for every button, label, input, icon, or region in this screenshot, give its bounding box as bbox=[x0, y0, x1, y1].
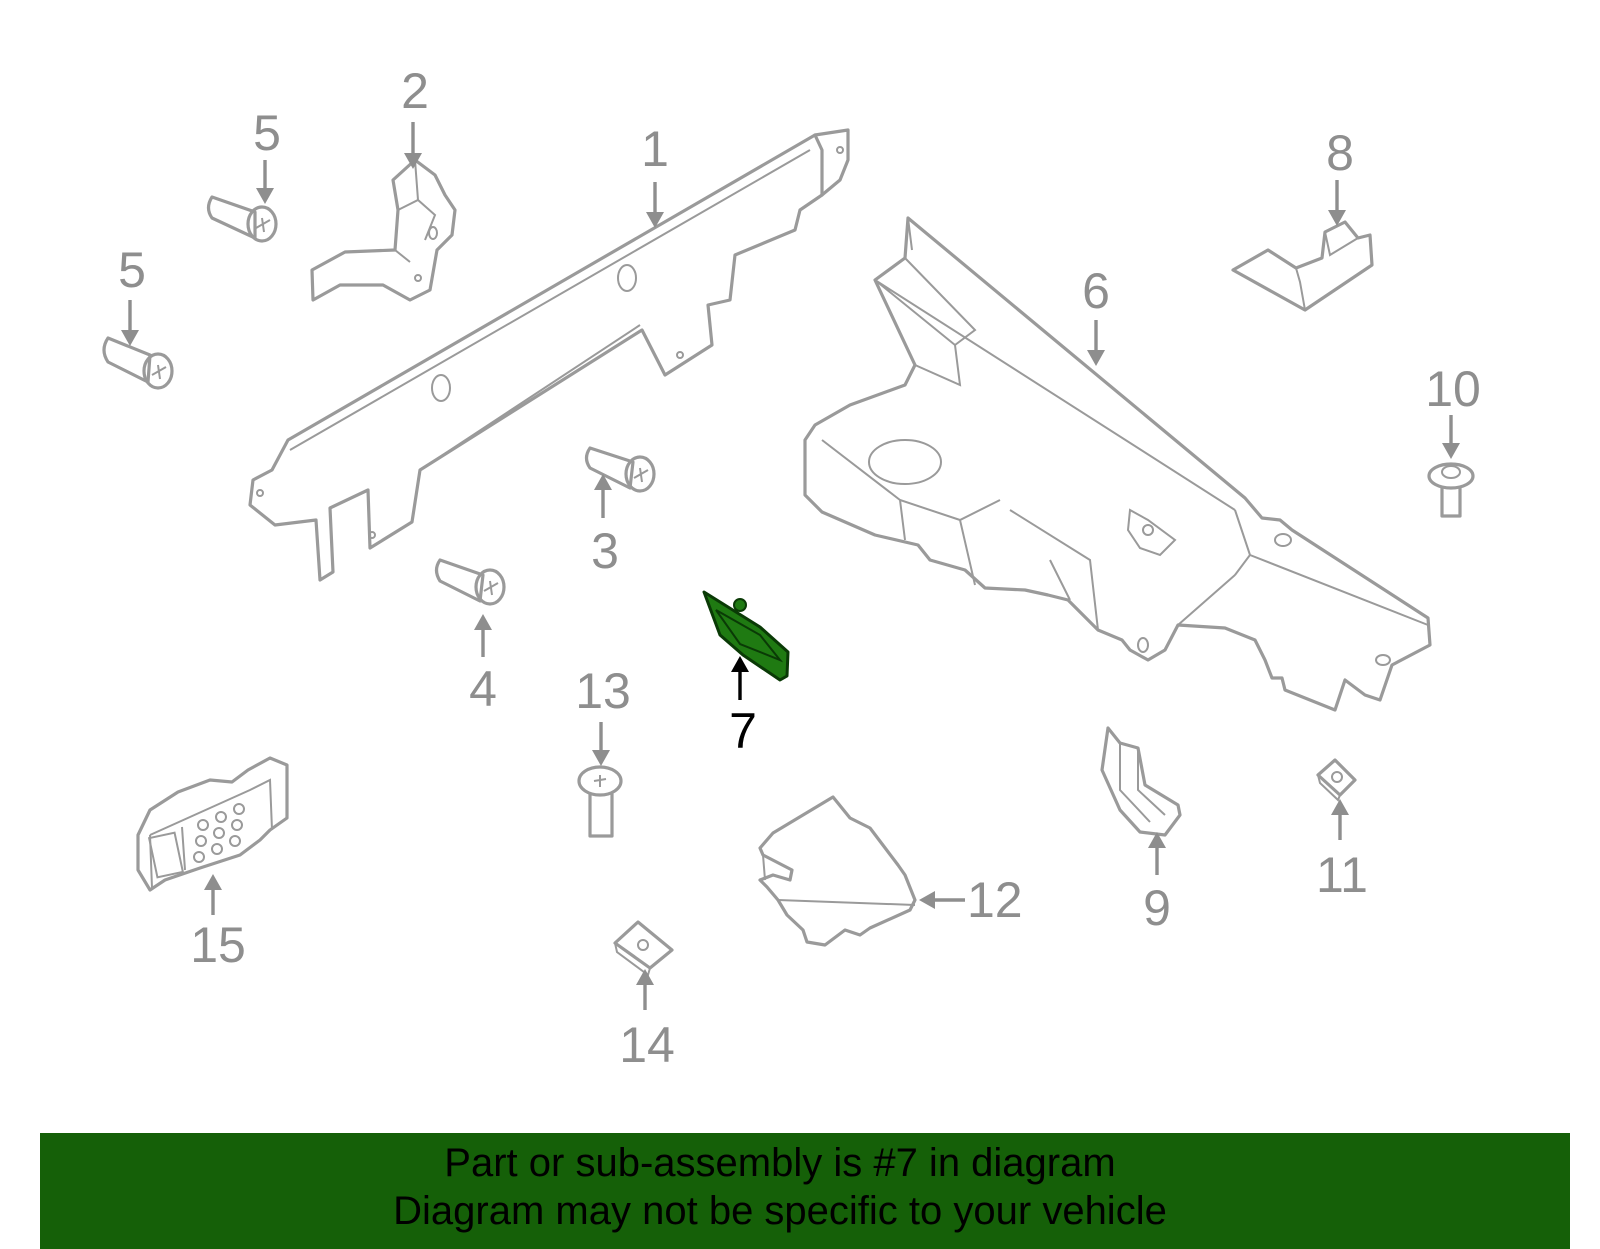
callout-14: 14 bbox=[619, 969, 675, 1073]
callout-3: 3 bbox=[591, 474, 619, 579]
callout-label: 11 bbox=[1316, 847, 1368, 903]
callout-label: 14 bbox=[619, 1017, 675, 1073]
part-7-highlighted[interactable] bbox=[702, 590, 790, 682]
callout-11: 11 bbox=[1316, 799, 1368, 903]
callout-label: 10 bbox=[1425, 361, 1481, 417]
callout-1: 1 bbox=[641, 121, 669, 228]
part-1-rail[interactable] bbox=[248, 128, 850, 582]
callout-13: 13 bbox=[575, 663, 631, 766]
callout-label: 1 bbox=[641, 121, 669, 177]
info-banner: Part or sub-assembly is #7 in diagram Di… bbox=[40, 1133, 1570, 1249]
part-11-clip[interactable] bbox=[1316, 758, 1357, 802]
callout-10: 10 bbox=[1425, 361, 1481, 459]
part-15-connector[interactable] bbox=[136, 756, 289, 892]
callout-2: 2 bbox=[401, 63, 429, 169]
part-8-bracket[interactable] bbox=[1231, 220, 1374, 312]
callout-label: 4 bbox=[469, 661, 497, 717]
callout-label: 6 bbox=[1082, 263, 1110, 319]
part-14-clip[interactable] bbox=[613, 920, 674, 977]
callout-label: 7 bbox=[729, 703, 757, 759]
callout-label: 2 bbox=[401, 63, 429, 119]
part-6-housing[interactable] bbox=[803, 216, 1432, 712]
callout-label: 5 bbox=[253, 105, 281, 161]
callout-9: 9 bbox=[1143, 832, 1171, 936]
callout-label: 15 bbox=[190, 917, 246, 973]
callout-label: 9 bbox=[1143, 880, 1171, 936]
callout-12: 12 bbox=[919, 872, 1023, 928]
callout-8: 8 bbox=[1326, 125, 1354, 226]
part-2-bracket[interactable] bbox=[310, 158, 457, 302]
banner-line-1: Part or sub-assembly is #7 in diagram bbox=[444, 1141, 1116, 1185]
callout-6: 6 bbox=[1082, 263, 1110, 366]
parts-diagram: 1 2 3 4 5 5 6 7 8 9 bbox=[102, 63, 1481, 1073]
part-10-pin[interactable] bbox=[1427, 462, 1475, 518]
callout-label: 12 bbox=[967, 872, 1023, 928]
callout-4: 4 bbox=[469, 614, 497, 717]
callout-15: 15 bbox=[190, 874, 246, 973]
part-5-bolt-left[interactable] bbox=[102, 336, 174, 390]
callout-5-left: 5 bbox=[118, 242, 146, 346]
part-12-plate[interactable] bbox=[758, 795, 917, 947]
callout-label: 3 bbox=[591, 523, 619, 579]
callout-label: 5 bbox=[118, 242, 146, 298]
callout-label: 13 bbox=[575, 663, 631, 719]
part-9-bracket[interactable] bbox=[1100, 726, 1182, 837]
callout-5-top: 5 bbox=[253, 105, 281, 204]
part-4-bolt[interactable] bbox=[434, 558, 506, 606]
banner-line-2: Diagram may not be specific to your vehi… bbox=[393, 1189, 1167, 1233]
part-3-bolt[interactable] bbox=[584, 446, 656, 493]
part-13-bolt[interactable] bbox=[577, 765, 623, 838]
callout-7-highlighted: 7 bbox=[729, 656, 757, 759]
part-5-bolt-top[interactable] bbox=[206, 195, 278, 243]
callout-label: 8 bbox=[1326, 125, 1354, 181]
